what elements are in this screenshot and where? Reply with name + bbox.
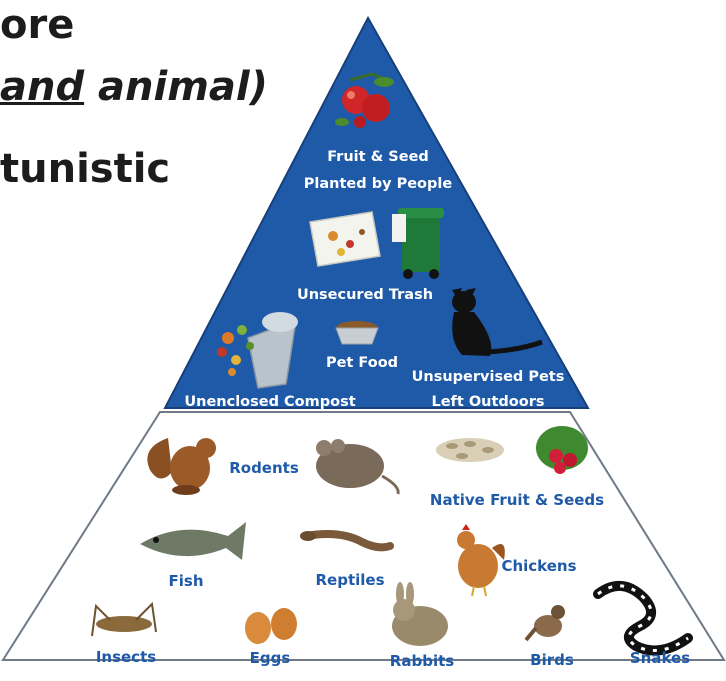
label-reptiles: Reptiles	[315, 571, 384, 589]
label-pet-food: Pet Food	[326, 355, 398, 371]
label-pets-line1: Unsupervised Pets	[412, 369, 565, 385]
label-fruit-seed-line2: Planted by People	[304, 176, 453, 192]
trash-tray-icon	[310, 212, 380, 266]
label-eggs: Eggs	[250, 649, 291, 667]
label-insects: Insects	[96, 648, 156, 666]
seeds-icon	[436, 438, 504, 462]
pet-food-bowl-icon	[336, 321, 378, 344]
label-fruit-seed-line1: Fruit & Seed	[327, 149, 429, 165]
label-rabbits: Rabbits	[390, 652, 454, 670]
label-native-fruit-seeds: Native Fruit & Seeds	[430, 491, 604, 509]
label-trash: Unsecured Trash	[297, 287, 433, 303]
label-birds: Birds	[530, 651, 574, 669]
label-compost: Unenclosed Compost	[184, 394, 355, 410]
label-snakes: Snakes	[630, 649, 690, 667]
label-pets-line2: Left Outdoors	[431, 394, 544, 410]
label-rodents: Rodents	[229, 459, 299, 477]
label-chickens: Chickens	[501, 557, 576, 575]
label-fish: Fish	[169, 572, 204, 590]
